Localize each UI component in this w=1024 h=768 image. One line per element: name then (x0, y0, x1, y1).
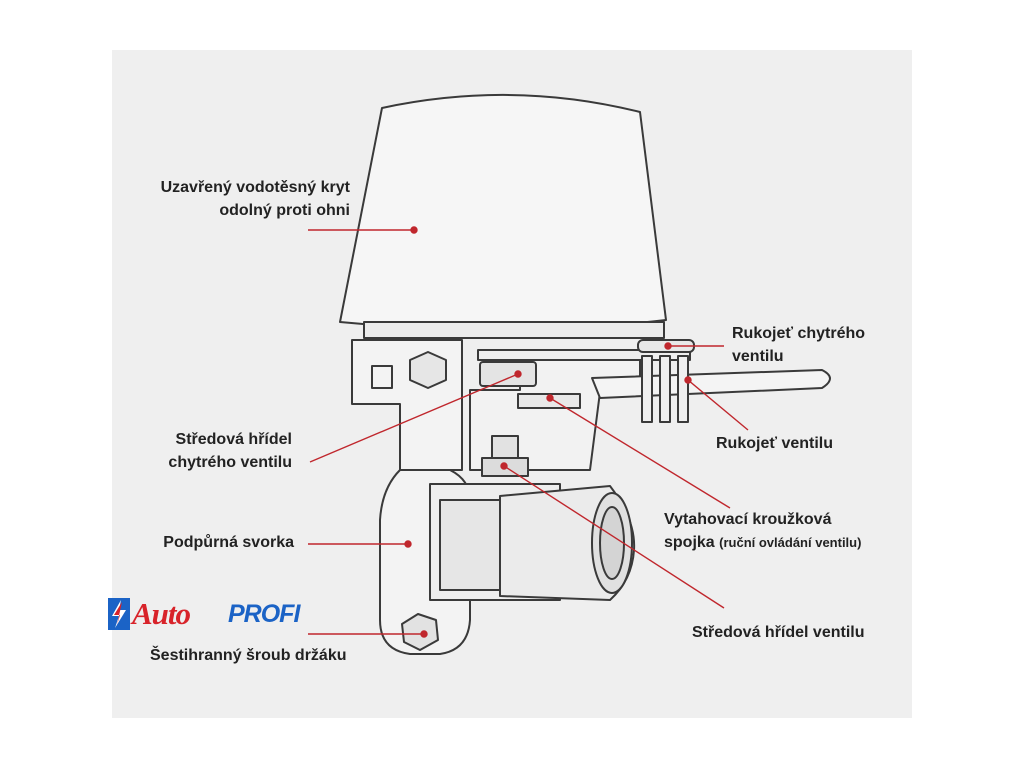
smart-valve-handle-plate (477, 349, 691, 361)
bracket-bolt-head (409, 351, 447, 389)
label-valve-shaft: Středová hřídel ventilu (692, 624, 865, 641)
leader-coupling (549, 397, 731, 509)
cover-base-ring (363, 321, 665, 339)
label-pull-ring-coupling: Vytahovací kroužková spojka (ruční ovlád… (664, 511, 862, 551)
clamp-hex-screw (401, 613, 439, 651)
waterproof-cover (339, 93, 667, 331)
label-smart-valve-shaft: Středová hřídel chytrého ventilu (168, 431, 292, 471)
leader-smart-shaft (309, 373, 519, 463)
smart-shaft-hex (479, 361, 537, 387)
label-smart-valve-handle: Rukojeť chytrého ventilu (732, 325, 866, 365)
valve-shaft-stud (491, 435, 519, 459)
lightning-icon (108, 598, 130, 630)
label-support-clamp: Podpůrná svorka (163, 534, 294, 551)
leader-valve-shaft (503, 465, 725, 609)
autoprofi-logo: Auto PROFI (108, 596, 308, 632)
label-bracket-hex-screw: Šestihranný šroub držáku (150, 647, 347, 664)
label-valve-handle: Rukojeť ventilu (716, 435, 834, 452)
label-cover: Uzavřený vodotěsný kryt odolný proti ohn… (160, 179, 350, 219)
leader-valve-handle (687, 379, 749, 431)
